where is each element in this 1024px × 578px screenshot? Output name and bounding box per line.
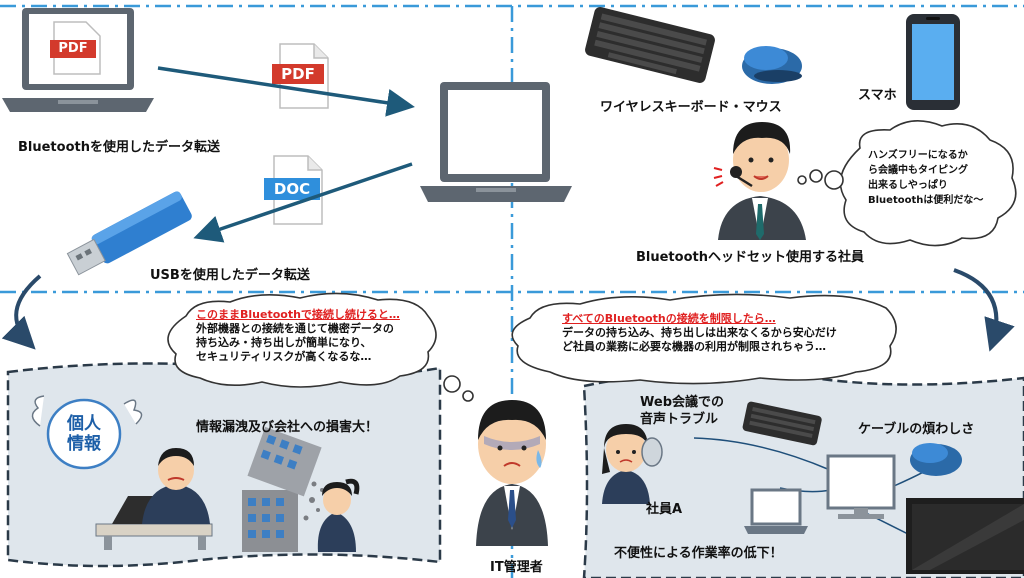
large-monitor-icon <box>906 498 1024 574</box>
crouching-woman-figure <box>317 478 360 552</box>
pdf-badge-small-label: PDF <box>58 41 88 56</box>
left-thought-bubble <box>167 292 474 402</box>
collapsing-building-icon <box>242 426 324 552</box>
distressed-worker-figure <box>95 448 213 550</box>
laptop-small-icon <box>744 488 808 534</box>
right-thought-bubble <box>511 293 897 385</box>
laptop-center-icon <box>420 82 572 202</box>
employee-a-label: 社員A <box>646 502 683 517</box>
headset-employee-figure <box>718 122 806 240</box>
employee-a-figure <box>602 424 663 504</box>
pdf-badge-label: PDF <box>281 65 315 83</box>
inefficiency-label: 不便性による作業率の低下！ <box>614 546 783 561</box>
left-bubble-text: このままBluetoothで接続し続けると… 外部機器との接続を通じて機密データ… <box>196 308 400 363</box>
usb-transfer-label: USBを使用したデータ転送 <box>150 268 310 283</box>
monitor-icon <box>826 454 896 519</box>
keyboard-icon <box>585 7 715 83</box>
mouse-icon <box>742 46 802 84</box>
employee-thought-bubble <box>797 120 1017 247</box>
damage-label: 情報漏洩及び会社への損害大！ <box>196 420 379 435</box>
headset-employee-label: Bluetoothヘッドセット使用する社員 <box>636 250 864 265</box>
mouse-small-icon <box>910 443 962 476</box>
left-bubble-title: このままBluetoothで接続し続けると… <box>196 308 400 321</box>
doc-badge-label: DOC <box>273 180 311 198</box>
keyboard-mouse-label: ワイヤレスキーボード・マウス <box>600 100 782 115</box>
right-bubble-title: すべてのBluetoothの接続を制限したら… <box>562 312 776 325</box>
personal-info-badge <box>31 395 143 470</box>
emphasis-marks-icon <box>713 167 724 187</box>
personal-info-badge-text: 個人 情報 <box>67 414 101 454</box>
curved-arrows <box>1 268 1015 352</box>
employee-bubble-text: ハンズフリーになるか ら会議中もタイピング 出来るしやっぱり Bluetooth… <box>868 150 984 206</box>
cable-label: ケーブルの煩わしさ <box>858 422 975 437</box>
keyboard-small-icon <box>742 401 822 446</box>
it-manager-figure <box>476 400 548 546</box>
usb-stick-icon <box>66 191 192 276</box>
smartphone-label: スマホ <box>858 88 897 103</box>
pdf-file-icon-small <box>50 21 101 75</box>
web-meeting-label: Web会議での 音声トラブル <box>640 395 724 427</box>
it-admin-label: IT管理者 <box>490 560 543 575</box>
smartphone-icon <box>906 14 960 110</box>
right-bubble-text: すべてのBluetoothの接続を制限したら… データの持ち込み、持ち出しは出来… <box>562 312 837 353</box>
transfer-arrows <box>157 66 415 243</box>
bt-transfer-label: Bluetoothを使用したデータ転送 <box>18 140 220 155</box>
doc-file-icon <box>264 155 323 225</box>
